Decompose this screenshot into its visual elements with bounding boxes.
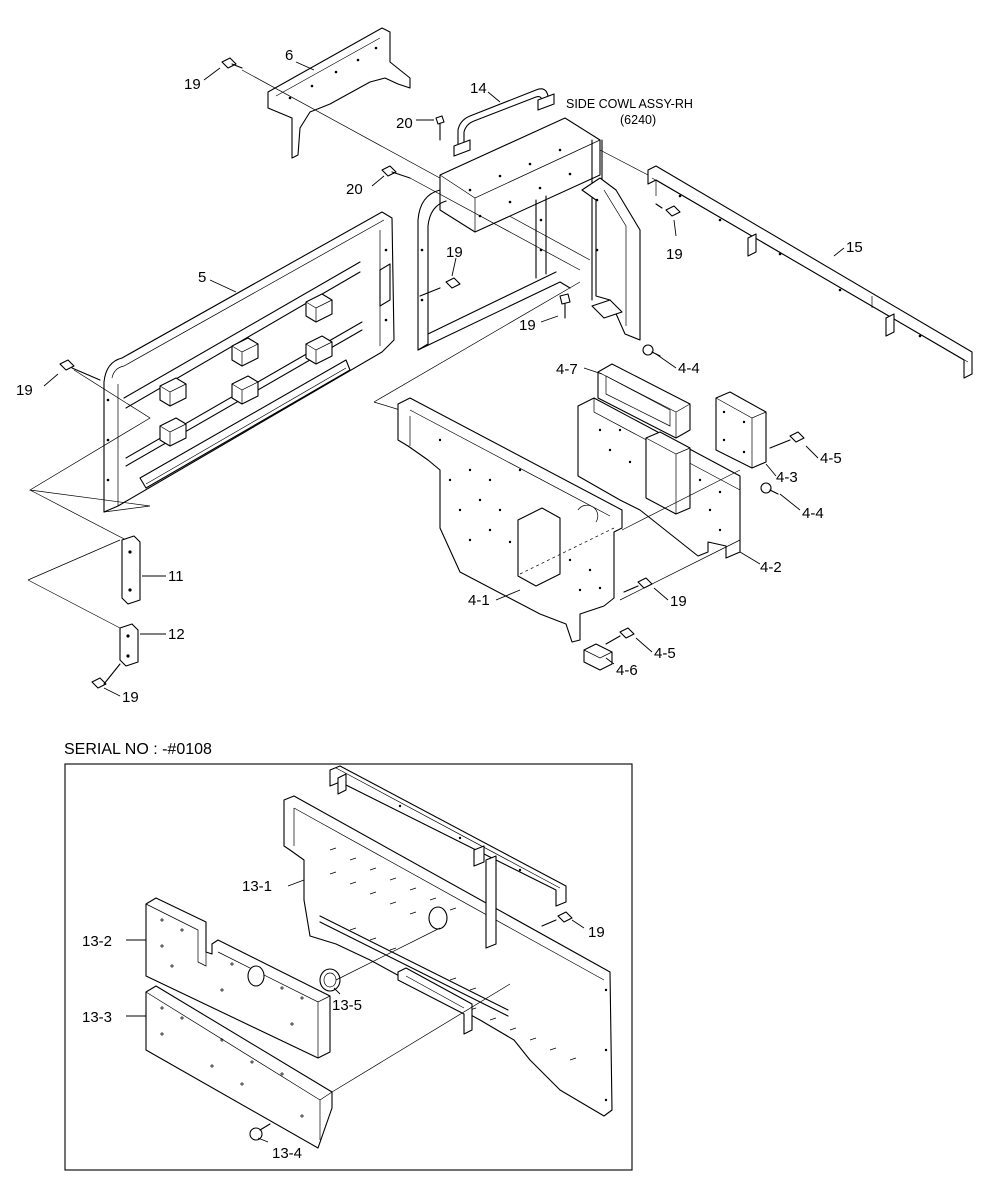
part-4-6-bracket — [583, 643, 613, 671]
callout-19: 19 — [184, 76, 201, 93]
bolt-4-5-lower — [605, 627, 635, 645]
part-13-3-panel — [145, 985, 333, 1149]
inset-frame — [64, 763, 633, 1171]
pin-4-4-upper — [642, 344, 661, 357]
part-5-door — [103, 211, 395, 513]
callout-4-4: 4-4 — [802, 505, 824, 522]
bolt-19-top — [221, 57, 243, 69]
callout-6: 6 — [285, 47, 293, 64]
part-13-5-ring — [319, 968, 341, 992]
bolt-19-bottom-left — [91, 663, 121, 689]
pin-4-4-lower — [760, 482, 779, 495]
callout-20: 20 — [396, 115, 413, 132]
callout-4-5: 4-5 — [820, 450, 842, 467]
callout-13-5: 13-5 — [332, 997, 362, 1014]
callout-4-7: 4-7 — [556, 361, 578, 378]
bolt-19-left — [59, 359, 101, 381]
part-4-7-duct — [597, 363, 691, 439]
serial-number-label: SERIAL NO : -#0108 — [64, 741, 212, 758]
callout-20: 20 — [346, 181, 363, 198]
callout-4-2: 4-2 — [760, 559, 782, 576]
part-4-3-plate — [715, 391, 767, 469]
part-13-2-panel — [145, 897, 331, 1059]
bolt-20-upper — [435, 115, 445, 141]
callout-19: 19 — [666, 246, 683, 263]
side-cowl-frame — [417, 117, 641, 351]
part-15-rail — [647, 165, 973, 379]
callout-19: 19 — [670, 593, 687, 610]
part-4-1-panel — [397, 397, 623, 643]
part-11-bracket — [121, 535, 141, 605]
callout-4-4: 4-4 — [678, 360, 700, 377]
part-4-2-panel — [577, 397, 741, 559]
bolt-19-middle — [419, 277, 461, 297]
part-13-4-pin — [249, 1123, 271, 1141]
callout-19: 19 — [519, 317, 536, 334]
callout-12: 12 — [168, 626, 185, 643]
callout-13-4: 13-4 — [272, 1145, 302, 1162]
callout-4-1: 4-1 — [468, 592, 490, 609]
callout-13-2: 13-2 — [82, 933, 112, 950]
part-14-handle — [453, 88, 555, 157]
inset-rail — [329, 765, 567, 907]
callout-14: 14 — [470, 80, 487, 97]
callout-19: 19 — [16, 382, 33, 399]
callout-4-3: 4-3 — [776, 469, 798, 486]
inset-leaders — [126, 879, 585, 1143]
callout-11: 11 — [168, 568, 184, 585]
callout-13-3: 13-3 — [82, 1009, 112, 1026]
part-6-bracket — [267, 27, 411, 159]
callout-15: 15 — [846, 239, 863, 256]
callout-4-5: 4-5 — [654, 645, 676, 662]
callout-19: 19 — [122, 689, 139, 706]
assembly-code: (6240) — [620, 113, 656, 127]
callout-19: 19 — [588, 924, 605, 941]
bolt-20-lower — [381, 165, 411, 179]
bolt-19-frame — [559, 293, 571, 319]
bolt-19-panel — [623, 577, 653, 593]
assembly-title: SIDE COWL ASSY-RH — [566, 97, 693, 111]
callout-5: 5 — [198, 269, 206, 286]
part-13-1-panel — [283, 795, 613, 1117]
leader-lines — [43, 61, 845, 697]
bolt-4-5-upper — [769, 431, 805, 449]
callout-13-1: 13-1 — [242, 878, 272, 895]
bolt-19-inset — [541, 911, 573, 927]
bolt-19-rail — [655, 203, 681, 217]
part-inset-bracket — [397, 967, 473, 1035]
callout-19: 19 — [446, 244, 463, 261]
callout-4-6: 4-6 — [616, 662, 638, 679]
part-12-bracket — [119, 623, 139, 667]
